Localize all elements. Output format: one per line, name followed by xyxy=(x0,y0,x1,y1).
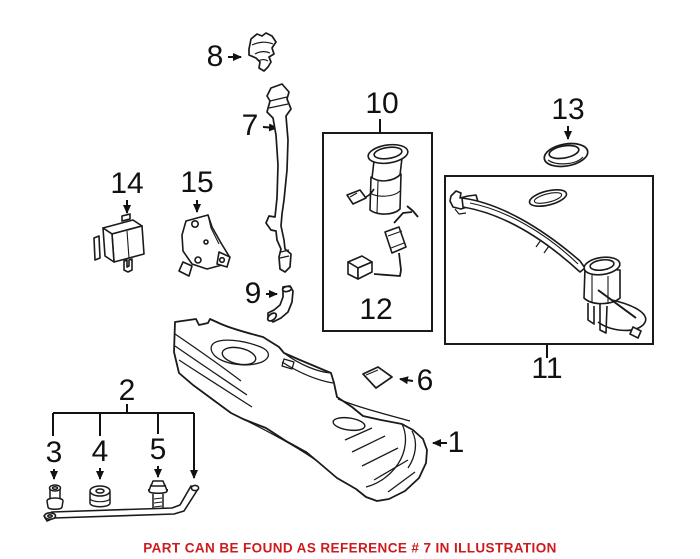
callout-5: 5 xyxy=(149,433,167,466)
callout-11: 11 xyxy=(531,352,563,385)
screw-drawing xyxy=(148,480,168,512)
callout-12: 12 xyxy=(359,293,393,326)
callout-7: 7 xyxy=(241,109,259,142)
callout-8: 8 xyxy=(206,40,224,73)
filler-hose-drawing xyxy=(266,285,294,323)
seal-ring-drawing xyxy=(543,142,589,168)
callout-3: 3 xyxy=(45,436,63,469)
callout-6: 6 xyxy=(416,364,434,397)
callout-15: 15 xyxy=(180,166,214,199)
tank-strap-drawing xyxy=(43,484,200,522)
group-2-bracket xyxy=(52,404,194,436)
filler-pipe-drawing xyxy=(265,83,292,273)
callout-4: 4 xyxy=(91,435,109,468)
callout-14: 14 xyxy=(110,167,144,200)
bracket-drawing xyxy=(178,214,231,277)
reference-note: PART CAN BE FOUND AS REFERENCE # 7 IN IL… xyxy=(143,540,557,556)
callout-10: 10 xyxy=(365,87,399,120)
callout-1: 1 xyxy=(447,426,465,459)
control-module-drawing xyxy=(93,213,145,273)
pad-drawing xyxy=(362,366,393,389)
callout-13: 13 xyxy=(551,93,585,126)
callout-9: 9 xyxy=(244,277,262,310)
fuel-cap-drawing xyxy=(248,32,277,72)
leader-6-arrow xyxy=(399,376,414,385)
fuel-pump-drawing xyxy=(346,143,419,280)
level-sender-box xyxy=(444,175,654,345)
bushing-drawing xyxy=(89,485,111,508)
grommet-drawing xyxy=(46,484,64,510)
fuel-tank-drawing xyxy=(173,318,428,502)
level-sender-drawing xyxy=(449,188,647,339)
fuel-pump-box xyxy=(322,132,433,332)
callout-2: 2 xyxy=(118,374,136,407)
